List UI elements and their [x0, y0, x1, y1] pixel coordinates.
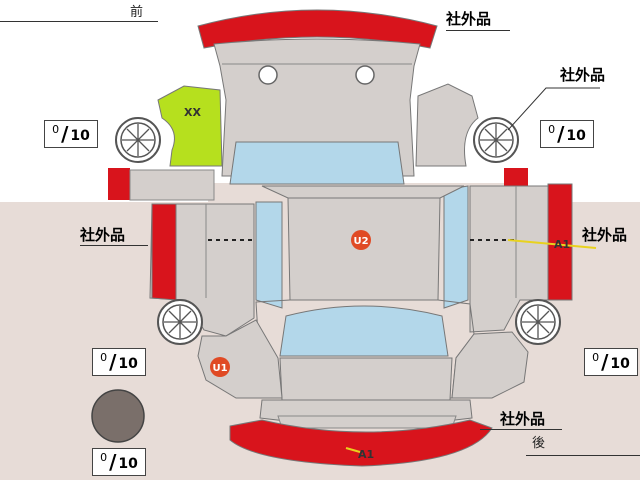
score-slash: / [109, 450, 117, 474]
score-denominator: 10 [118, 456, 138, 472]
xx-mark: XX [184, 106, 201, 119]
score-slash: / [61, 122, 69, 146]
score-numerator: 0 [592, 350, 600, 364]
wheel-rear-left [157, 299, 203, 345]
score-box-front-right: 0/10 [540, 120, 594, 148]
score-denominator: 10 [610, 356, 630, 372]
rear-windshield [279, 305, 449, 357]
headlight-right [355, 65, 375, 85]
score-denominator: 10 [566, 128, 586, 144]
front-right-side-strip [504, 168, 528, 186]
damage-code-a1-rear: A1 [358, 448, 374, 461]
front-direction-label: 前 [130, 5, 144, 20]
front-windshield [229, 141, 405, 185]
aftermarket-label-left-side-underline [80, 245, 148, 246]
headlight-left [258, 65, 278, 85]
right-side-glass [443, 185, 469, 309]
front-left-fender [157, 85, 223, 167]
right-side-strip [547, 183, 573, 301]
score-slash: / [601, 350, 609, 374]
score-box-rear-left: 0/10 [92, 348, 146, 376]
front-bumper [197, 9, 438, 49]
rear-direction-label: 後 [532, 436, 546, 451]
damage-marker-u2-text: U2 [353, 236, 368, 247]
wheel-front-left [115, 117, 161, 163]
rear-left-fender [197, 319, 283, 399]
score-slash: / [557, 122, 565, 146]
rear-bumper [229, 419, 493, 467]
aftermarket-label-front-right: 社外品 [560, 66, 606, 84]
rear-direction-underline [526, 455, 640, 456]
score-numerator: 0 [548, 122, 556, 136]
score-numerator: 0 [100, 350, 108, 364]
rear-right-fender [451, 331, 529, 399]
front-right-fender [415, 83, 479, 167]
left-side-strip [151, 203, 177, 301]
score-numerator: 0 [100, 450, 108, 464]
wheel-rear-right [515, 299, 561, 345]
rear-bumper-plate [277, 415, 457, 429]
score-box-spare: 0/10 [92, 448, 146, 476]
front-left-side-strip [108, 168, 130, 200]
score-box-front-left: 0/10 [44, 120, 98, 148]
leader-line-rear-a1 [345, 447, 361, 453]
aftermarket-label-right-side: 社外品 [582, 226, 628, 244]
front-left-sill [129, 169, 215, 201]
wheel-front-right [473, 117, 519, 163]
front-direction-underline [0, 21, 158, 22]
leader-line-front-right [507, 87, 600, 131]
damage-code-a1-right: A1 [554, 238, 570, 251]
aftermarket-label-front-bumper: 社外品 [446, 10, 492, 28]
damage-marker-u1-text: U1 [212, 363, 227, 374]
roof-front-edge [261, 185, 465, 199]
score-denominator: 10 [70, 128, 90, 144]
spare-tire-disk [91, 389, 145, 443]
aftermarket-label-left-side: 社外品 [80, 226, 126, 244]
score-slash: / [109, 350, 117, 374]
leader-line-right-a1 [507, 239, 597, 249]
aftermarket-label-front-bumper-underline [446, 30, 510, 31]
damage-marker-u2: U2 [351, 230, 371, 250]
score-denominator: 10 [118, 356, 138, 372]
score-box-rear-right: 0/10 [584, 348, 638, 376]
aftermarket-label-rear-bumper: 社外品 [500, 410, 546, 428]
damage-marker-u1: U1 [210, 357, 230, 377]
score-numerator: 0 [52, 122, 60, 136]
trunk-panel [279, 357, 453, 401]
left-side-glass [255, 201, 283, 309]
aftermarket-label-rear-bumper-underline [480, 429, 562, 430]
